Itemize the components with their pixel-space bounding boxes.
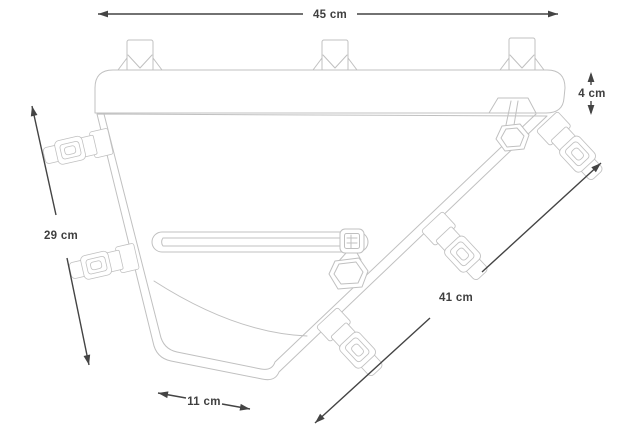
strap-buckle-right-middle — [421, 211, 488, 280]
dimension-front-height: 29 cm — [30, 105, 91, 366]
buckle-frame-inner — [85, 256, 108, 275]
dimension-lid-height: 4 cm — [578, 72, 605, 115]
dimension-arrowhead — [83, 354, 91, 365]
strap-buckle-right-bottom — [316, 307, 383, 376]
tab-body — [321, 39, 349, 72]
tab-flare-lines — [499, 57, 545, 71]
tab-body — [508, 37, 536, 72]
buckle-frame — [559, 135, 596, 173]
buckle-frame — [444, 235, 481, 273]
tab-fold-line — [509, 54, 535, 69]
dimension-label: 4 cm — [578, 88, 605, 100]
dimension-label: 45 cm — [313, 9, 347, 21]
dimension-line — [31, 105, 90, 366]
top-velcro-tabs — [117, 37, 545, 72]
corner-gusset — [488, 97, 537, 114]
velcro-tab — [117, 39, 163, 72]
zipper-track — [151, 231, 369, 253]
tab-flare-lines — [117, 57, 163, 71]
corner-pull-cord — [505, 100, 519, 126]
buckle-slot — [64, 145, 77, 156]
buckle-frame — [80, 250, 112, 280]
buckle-slot — [456, 247, 469, 261]
dimension-label: 11 cm — [187, 396, 220, 408]
zipper-slider — [339, 228, 365, 254]
buckle-frame — [54, 135, 86, 165]
strap-buckle-left-top — [42, 128, 114, 165]
top-panel-outline — [94, 69, 566, 114]
zipper-pull-inner — [333, 261, 364, 285]
dimension-top-width: 45 cm — [98, 9, 558, 21]
corner-pull-loop-inner — [500, 127, 525, 148]
zipper-teeth-lines — [161, 237, 341, 247]
dimension-label: 41 cm — [439, 292, 473, 304]
buckle-frame-inner — [345, 337, 370, 363]
zipper — [151, 228, 369, 290]
dimension-label: 29 cm — [44, 230, 78, 242]
dimension-arrowhead — [587, 105, 595, 115]
fabric-crease-line — [153, 280, 308, 337]
dimension-arrowhead — [30, 106, 38, 117]
tab-fold-line — [322, 54, 348, 69]
buckle-frame — [339, 331, 376, 369]
dimension-arrowhead — [548, 10, 558, 18]
dimension-arrowhead — [239, 403, 250, 411]
buckle-frame-inner — [565, 141, 590, 167]
velcro-tab — [499, 37, 545, 72]
dimension-bottom-width: 11 cm — [157, 391, 251, 411]
dimension-arrowhead — [158, 391, 169, 399]
buckle-frame-inner — [450, 241, 475, 267]
tab-body — [126, 39, 154, 72]
corner-zipper-pull — [495, 100, 530, 152]
tab-flare-lines — [312, 57, 358, 71]
velcro-tab — [312, 39, 358, 72]
dimension-down-edge: 41 cm — [314, 162, 602, 424]
edge-piping-line — [103, 113, 537, 370]
zipper-slider-detail — [346, 234, 358, 249]
buckle-slot — [90, 260, 103, 271]
mounting-straps — [42, 111, 603, 376]
buckle-frame-inner — [59, 141, 82, 160]
tab-fold-line — [127, 54, 153, 69]
dimension-annotations: 45 cm 4 cm 29 cm 41 cm 11 cm — [30, 9, 605, 424]
strap-buckle-right-top — [536, 111, 603, 180]
dimension-arrowhead — [587, 72, 595, 82]
dimension-arrowhead — [315, 413, 325, 423]
dimension-arrowhead — [591, 163, 601, 173]
zipper-slider-inner — [344, 233, 360, 249]
buckle-slot — [351, 343, 364, 357]
buckle-slot — [571, 147, 584, 161]
dimension-arrowhead — [98, 10, 108, 18]
dimension-line — [314, 162, 602, 424]
strap-buckle-left-bottom — [68, 243, 140, 280]
